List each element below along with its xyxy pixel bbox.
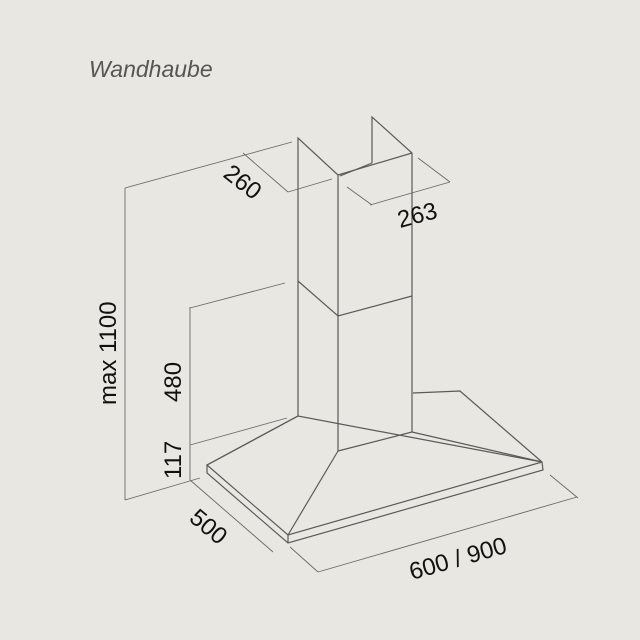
chimney-outline	[297, 115, 413, 451]
dim-260: 260	[218, 159, 266, 205]
dim-max-1100: max 1100	[95, 301, 122, 405]
dim-117: 117	[160, 441, 187, 479]
diagram-title: Wandhaube	[89, 56, 213, 82]
dimension-lines	[124, 141, 579, 573]
hood-outline	[205, 390, 544, 544]
dim-480: 480	[160, 362, 187, 402]
dim-263: 263	[395, 197, 441, 233]
telescope-seam	[297, 280, 413, 317]
dim-600-900: 600 / 900	[406, 532, 510, 586]
